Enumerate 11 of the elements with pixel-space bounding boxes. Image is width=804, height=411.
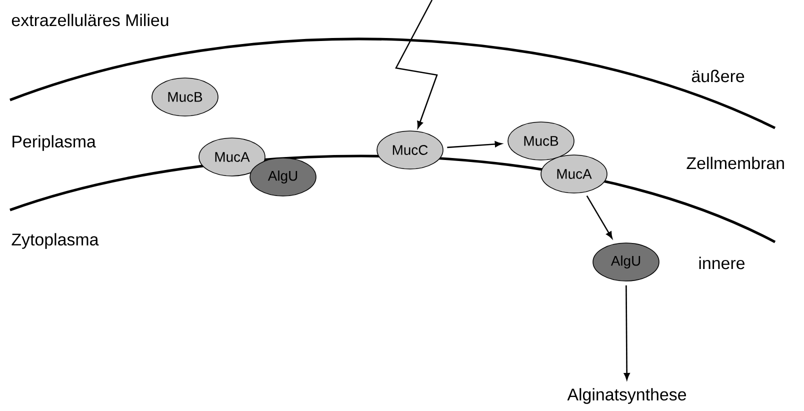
arrow <box>447 141 502 148</box>
region-label: Zellmembran <box>686 156 784 170</box>
region-label: Zytoplasma <box>12 233 99 249</box>
arrow <box>586 195 612 239</box>
region-label: äußere <box>692 70 744 82</box>
result-label: Alginatsynthese <box>567 388 686 404</box>
region-label: extrazelluläres Milieu <box>12 14 168 26</box>
arrow <box>624 285 630 380</box>
arrow <box>395 0 438 128</box>
region-label: Periplasma <box>12 135 96 151</box>
region-label: innere <box>699 256 745 270</box>
